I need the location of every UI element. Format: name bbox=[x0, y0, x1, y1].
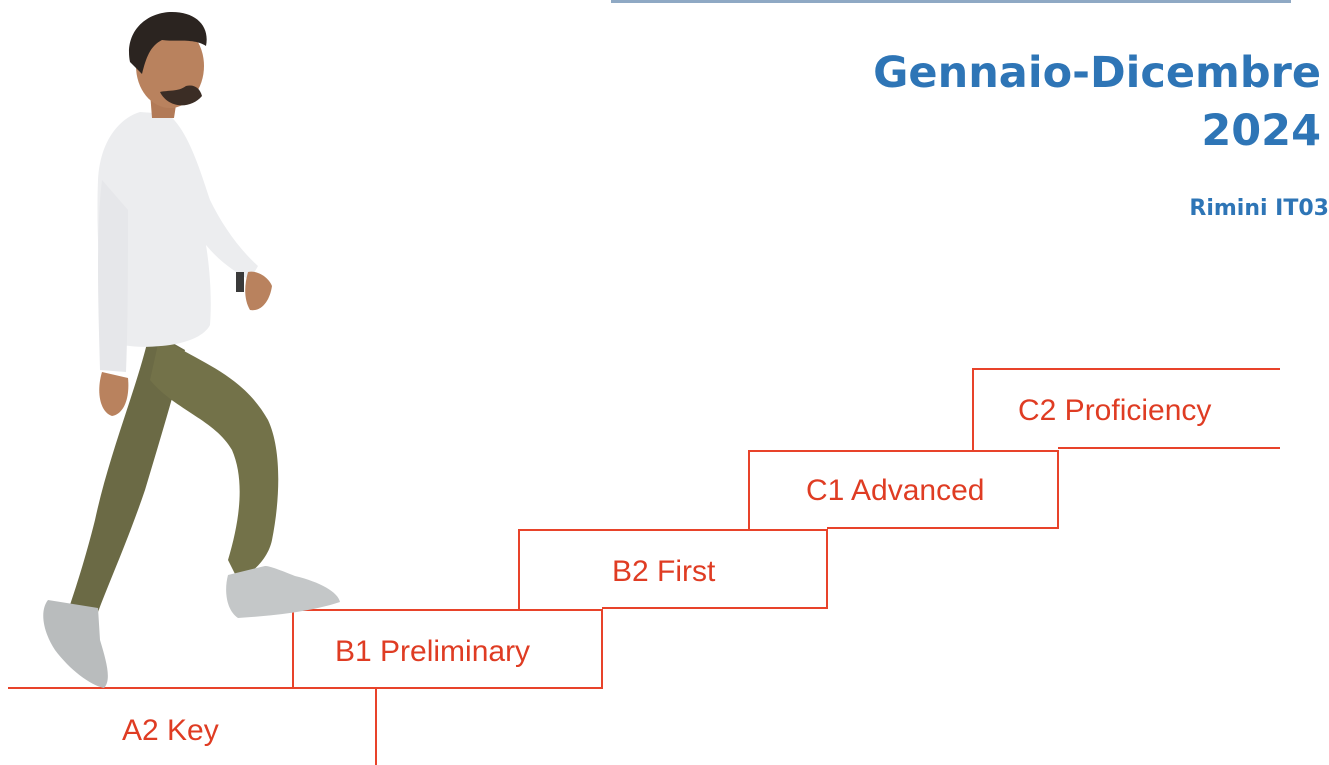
level-label-b1: B1 Preliminary bbox=[335, 635, 531, 668]
level-label-a2: A2 Key bbox=[122, 714, 219, 747]
level-label-b2: B2 First bbox=[612, 555, 716, 588]
title-line-1: Gennaio-Dicembre bbox=[873, 48, 1321, 98]
level-label-c2: C2 Proficiency bbox=[1018, 394, 1212, 427]
title-line-2: 2024 bbox=[1201, 106, 1321, 156]
page: Gennaio-Dicembre 2024 Rimini IT03 A2 Key… bbox=[8, 0, 1329, 765]
step-outline-c1 bbox=[748, 450, 1059, 530]
page-subtitle: Rimini IT03 bbox=[1189, 196, 1329, 221]
step-outline-b2 bbox=[518, 529, 828, 610]
page-title: Gennaio-Dicembre 2024 bbox=[681, 44, 1321, 160]
step-outline-b1 bbox=[292, 609, 603, 689]
walking-person-image bbox=[43, 12, 340, 688]
level-label-c1: C1 Advanced bbox=[806, 474, 985, 507]
step-outline-c2 bbox=[972, 368, 1280, 451]
top-rule bbox=[611, 0, 1291, 3]
staircase-outline bbox=[8, 368, 1280, 765]
